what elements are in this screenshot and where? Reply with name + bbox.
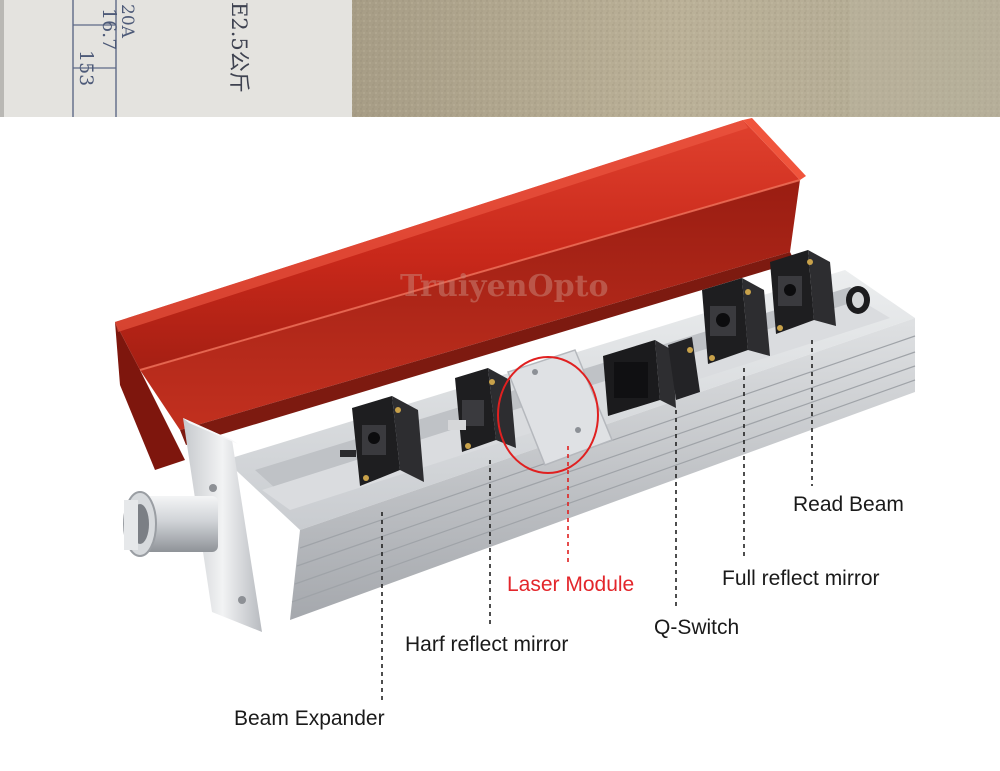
label-beam-expander: Beam Expander	[234, 707, 385, 730]
mount-beam-expander	[340, 396, 424, 486]
paper-note-text: 20A 16.7 153 E2.5公斤	[75, 2, 251, 93]
mount-harf-reflect-mirror	[448, 368, 516, 452]
label-q-switch: Q-Switch	[654, 616, 740, 639]
label-harf-reflect-mirror: Harf reflect mirror	[405, 633, 569, 656]
mount-q-switch	[603, 337, 700, 416]
watermark: TruiyenOpto	[400, 269, 608, 304]
mount-read-beam	[770, 250, 870, 334]
laser-module-highlight	[497, 356, 599, 474]
leader-lines	[381, 340, 813, 700]
note-line-4: E2.5公斤	[227, 2, 251, 93]
optical-mounts	[340, 250, 870, 486]
paper-note	[0, 0, 352, 117]
note-line-2: 16.7	[98, 8, 120, 50]
note-line-1: 20A	[117, 4, 137, 39]
label-read-beam: Read Beam	[793, 493, 904, 516]
top-photo-strip	[0, 0, 1000, 117]
label-laser-module: Laser Module	[507, 573, 635, 596]
label-full-reflect-mirror: Full reflect mirror	[722, 567, 880, 590]
red-cover	[115, 118, 806, 470]
note-line-3: 153	[75, 50, 97, 86]
mount-full-reflect-mirror	[702, 278, 770, 364]
end-cap	[183, 418, 262, 632]
beam-expander-tube	[123, 491, 218, 557]
